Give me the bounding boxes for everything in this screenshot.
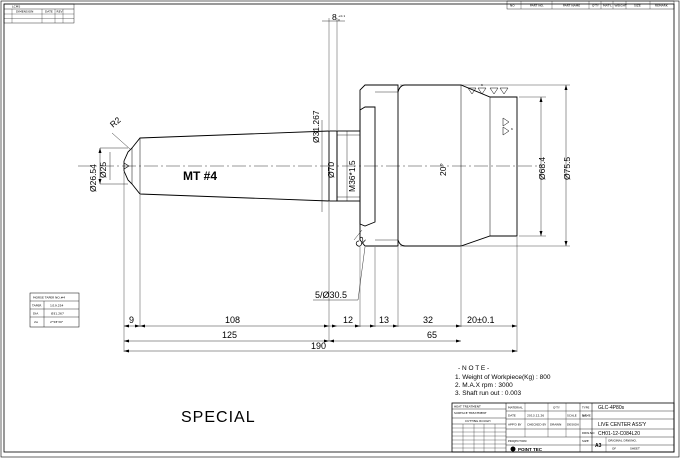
note-3: 3. Shaft run out : 0.003 — [455, 390, 522, 397]
dim-len-125: 125 — [222, 330, 237, 340]
dim-top-8-tol-lower: 0 — [338, 18, 340, 22]
tb-scale-value: 1/1 — [582, 414, 587, 418]
dim-len-20: 20±0.1 — [467, 315, 494, 325]
dim-top-8: 8 — [332, 12, 337, 22]
tb-type-label: TYPE — [581, 406, 589, 410]
dim-len-108: 108 — [225, 315, 240, 325]
dim-len-9: 9 — [129, 315, 134, 325]
revision-table-date: DATE — [45, 10, 53, 14]
tb-drw-no-value: CH01-12-C084L20 — [598, 431, 640, 437]
revision-table-rev: REV — [57, 10, 64, 14]
parts-col-part-name: PART NAME — [563, 4, 580, 8]
dim-len-190: 190 — [311, 341, 326, 351]
tb-drawn: DRAWN — [550, 423, 561, 427]
dim-r2: R2 — [108, 115, 123, 130]
dim-len-13: 13 — [379, 315, 389, 325]
revision-table-dimension: DIMENSION — [16, 10, 33, 14]
parts-col-qty: Q'TY — [592, 4, 599, 8]
title-block-texts: HEAT TREATMENT SURFACE TREATMENT CUTTING… — [454, 405, 647, 453]
revision-table-lcms: LCMS — [12, 5, 20, 9]
tb-qty-label: Q'TY — [553, 406, 560, 410]
dim-len-65: 65 — [427, 330, 437, 340]
groove-leader-tail — [357, 246, 366, 301]
morse-taper-table: MORSE TAPER NO.#4 TAPER 1/19.254 DIA Ø31… — [29, 292, 80, 328]
r2-leader — [111, 132, 131, 150]
tb-name-label: NAME — [582, 414, 591, 418]
tb-size-label: SIZE — [582, 439, 589, 443]
extension-lines — [123, 18, 570, 352]
tb-cutting-rough: CUTTING ROUGH — [465, 419, 491, 423]
dim-len-12: 12 — [343, 315, 353, 325]
tb-material-label: MATERIAL — [508, 406, 523, 410]
tb-checked-by: CHECKED BY — [527, 423, 546, 427]
parts-list-header: NO PART NO. PART NAME Q'TY MAT'L WEIGHT … — [506, 0, 675, 10]
parts-col-part-no: PART NO. — [530, 4, 544, 8]
morse-row-dia-label: DIA — [33, 312, 39, 316]
dim-m36: M36*1.5 — [347, 160, 357, 192]
tb-surface-treatment: SURFACE TREATMENT — [454, 411, 487, 415]
dim-d70: Ø70 — [326, 162, 336, 178]
frame-inner — [3, 3, 675, 453]
tb-drw-no-label: DRW.NO — [582, 431, 595, 435]
notes-block: - N O T E - 1. Weight of Workpiece(Kg) :… — [455, 365, 551, 397]
surface-finish-2: 6 — [511, 127, 513, 131]
dim-d68-4: Ø68.4 — [537, 157, 547, 180]
morse-row-taper-value: 1/19.254 — [50, 304, 64, 308]
tb-sheet-of: OF — [612, 447, 616, 451]
dim-d31-267: Ø31.267 — [311, 110, 321, 143]
company-logo-icon — [510, 446, 516, 452]
notes-title: - N O T E - — [458, 365, 489, 372]
parts-col-no: NO — [510, 4, 515, 8]
tb-size-value: A3 — [595, 443, 602, 449]
dim-groove: 5/Ø30.5 — [315, 290, 347, 300]
tb-design: DESIGN — [567, 423, 579, 427]
tb-company: POINT TEC — [518, 447, 543, 452]
tb-approved-by: APP'D BY — [508, 423, 522, 427]
dim-angle20: 20° — [438, 163, 448, 176]
tb-date-value: 2013.12.26 — [527, 414, 544, 418]
parts-col-weight: WEIGHT — [615, 4, 627, 8]
note-1: 1. Weight of Workpiece(Kg) : 800 — [455, 374, 551, 381]
dim-d26-54: Ø26.54 — [88, 164, 98, 192]
parts-col-matl: MAT'L — [603, 4, 612, 8]
tb-name-value: LIVE CENTER ASS'Y — [598, 422, 647, 428]
dim-d25: Ø25 — [98, 162, 108, 178]
tb-heat-treatment: HEAT TREATMENT — [454, 405, 481, 409]
tb-original-drw: ORIGINAL DRW.NO. — [608, 439, 637, 443]
tb-type-value: GLC-4P80s — [598, 405, 625, 411]
morse-row-angle-label: 2α — [34, 320, 38, 324]
morse-row-taper-label: TAPER — [31, 304, 41, 308]
title-block — [451, 402, 675, 453]
dim-top-8-tol-upper: +0.1 — [338, 14, 345, 18]
tb-projection: PROJECTION — [508, 439, 526, 443]
morse-table-title: MORSE TAPER NO.#4 — [33, 296, 65, 300]
dim-d75-5: Ø75.5 — [562, 157, 572, 180]
revision-table: LCMS DIMENSION DATE REV — [3, 3, 75, 24]
dim-c2: C2 — [353, 234, 368, 249]
surface-finish-marks — [467, 87, 510, 136]
morse-row-angle-value: 2°58'30" — [50, 320, 64, 324]
diameter-dimension-lines — [99, 85, 567, 246]
part-label: MT #4 — [183, 169, 217, 183]
part-outline — [123, 84, 518, 247]
tb-sheet-value: SHEET — [630, 447, 640, 451]
dim-len-32: 32 — [423, 315, 433, 325]
special-label: SPECIAL — [181, 409, 256, 426]
arrowheads — [98, 85, 568, 353]
surface-finish-1: 6 — [481, 83, 483, 87]
length-dimension-lines — [124, 20, 517, 352]
morse-row-dia-value: Ø31.267 — [51, 311, 64, 316]
tb-date-label: DATE — [508, 414, 516, 418]
parts-col-remark: REMARK — [655, 4, 669, 8]
c2-leader — [353, 229, 363, 241]
note-2: 2. M.A.X rpm : 3000 — [455, 382, 513, 389]
tb-scale-label: SCALE — [567, 414, 577, 418]
parts-col-size: SIZE — [634, 4, 641, 8]
